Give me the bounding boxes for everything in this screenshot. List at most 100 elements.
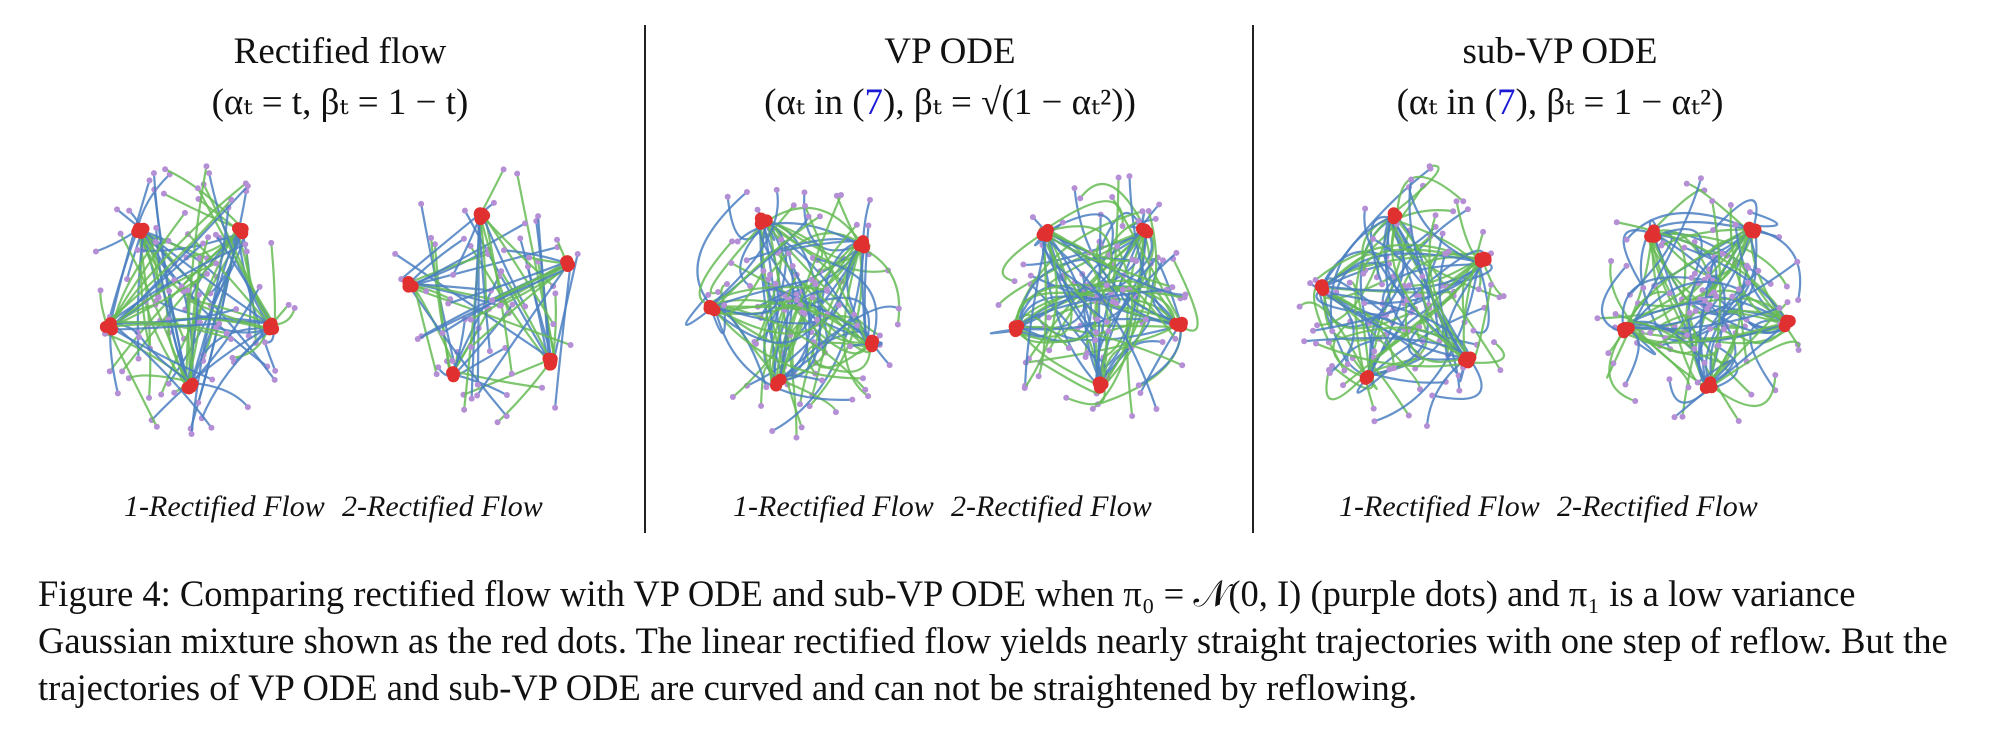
source-dot [1077, 195, 1084, 202]
source-dot [1688, 274, 1695, 281]
source-dot [1156, 201, 1163, 208]
source-dot [229, 354, 236, 361]
source-dot [486, 348, 493, 355]
trajectory-line [812, 341, 873, 369]
source-dot [1084, 349, 1091, 356]
source-dot [1419, 273, 1426, 280]
trajectory-line [1037, 230, 1047, 377]
source-dot [1153, 406, 1160, 413]
target-dot [1041, 223, 1054, 236]
source-dot [213, 260, 220, 267]
target-dot [134, 226, 147, 239]
trajectory-line [1749, 227, 1802, 301]
equation-ref-link[interactable]: 7 [864, 82, 884, 123]
source-dot [1114, 243, 1121, 250]
trajectory-line [107, 325, 213, 381]
source-dot [539, 384, 546, 391]
source-dot [514, 170, 521, 177]
trajectory-line [709, 302, 867, 391]
source-dot [1021, 385, 1028, 392]
source-dot [228, 196, 235, 203]
source-dot [1035, 373, 1042, 380]
trajectory-line [410, 286, 571, 347]
target-dot [1175, 320, 1188, 333]
trajectory-line [1351, 357, 1378, 391]
source-dot [1784, 299, 1791, 306]
trajectory-line [394, 252, 550, 359]
source-dot [1094, 316, 1101, 323]
source-dot [1371, 418, 1378, 425]
source-dot [1795, 296, 1802, 303]
target-dot [1699, 381, 1712, 394]
source-dot [832, 409, 839, 416]
source-dot [1371, 348, 1378, 355]
source-dot [1145, 208, 1152, 215]
source-dot [1429, 392, 1436, 399]
source-dot [166, 287, 173, 294]
source-dot [894, 321, 901, 328]
source-dot [522, 220, 529, 227]
source-dot [1093, 329, 1100, 336]
source-dot [243, 248, 250, 255]
source-dot [1011, 278, 1018, 285]
sublabel-1-rectified: 1-Rectified Flow [733, 490, 934, 523]
source-dot [146, 177, 153, 184]
trajectory-line [270, 242, 277, 329]
target-dot [1390, 209, 1403, 222]
source-dot [208, 424, 215, 431]
trajectory-line [159, 317, 270, 331]
trajectory-line [400, 214, 480, 280]
source-dot [705, 291, 712, 298]
source-dot [1139, 208, 1146, 215]
source-dot [798, 424, 805, 431]
target-dot [703, 299, 716, 312]
source-dot [1464, 206, 1471, 213]
source-dot [801, 189, 808, 196]
source-dot [1135, 218, 1142, 225]
source-dot [474, 381, 481, 388]
source-dot [1406, 282, 1413, 289]
source-dot [747, 283, 754, 290]
source-dot [715, 288, 722, 295]
source-dot [271, 376, 278, 383]
trajectory-line [708, 298, 858, 327]
source-dot [853, 221, 860, 228]
target-dot [866, 334, 879, 347]
equation-ref-link[interactable]: 7 [1497, 82, 1516, 123]
target-dot [857, 238, 870, 251]
source-dot [203, 163, 210, 170]
source-dot [1704, 306, 1711, 313]
trajectory-line [536, 216, 552, 359]
trajectory-line [1100, 210, 1158, 389]
source-dot [724, 281, 731, 288]
panel-rectified-flow: Rectified flow (αₜ = t, βₜ = 1 − t) 1-Re… [60, 0, 620, 540]
trajectory-line [410, 222, 526, 288]
trajectory-line [746, 245, 860, 387]
trajectory-line [696, 191, 748, 306]
source-dot [1314, 322, 1321, 329]
source-dot [184, 287, 191, 294]
source-dot [503, 392, 510, 399]
source-dot [1362, 205, 1369, 212]
source-dot [1417, 386, 1424, 393]
trajectory-line [779, 331, 826, 384]
trajectory-line [778, 239, 859, 253]
trajectory-line [1472, 263, 1490, 334]
source-dot [790, 202, 797, 209]
source-dot [1794, 258, 1801, 265]
source-dot [1370, 235, 1377, 242]
source-dot [1694, 379, 1701, 386]
trajectory-line [1416, 259, 1480, 343]
source-dot [1152, 215, 1159, 222]
trajectory-line [713, 215, 821, 310]
source-dot [503, 413, 510, 420]
trajectory-line [106, 320, 227, 335]
source-dot [216, 320, 223, 327]
trajectory-line [106, 182, 247, 330]
source-dot [1137, 389, 1144, 396]
trajectory-line [1686, 182, 1752, 234]
target-dot [181, 381, 194, 394]
trajectory-line [1624, 329, 1640, 385]
plot-rf-1 [92, 163, 298, 437]
source-dot [1691, 238, 1698, 245]
